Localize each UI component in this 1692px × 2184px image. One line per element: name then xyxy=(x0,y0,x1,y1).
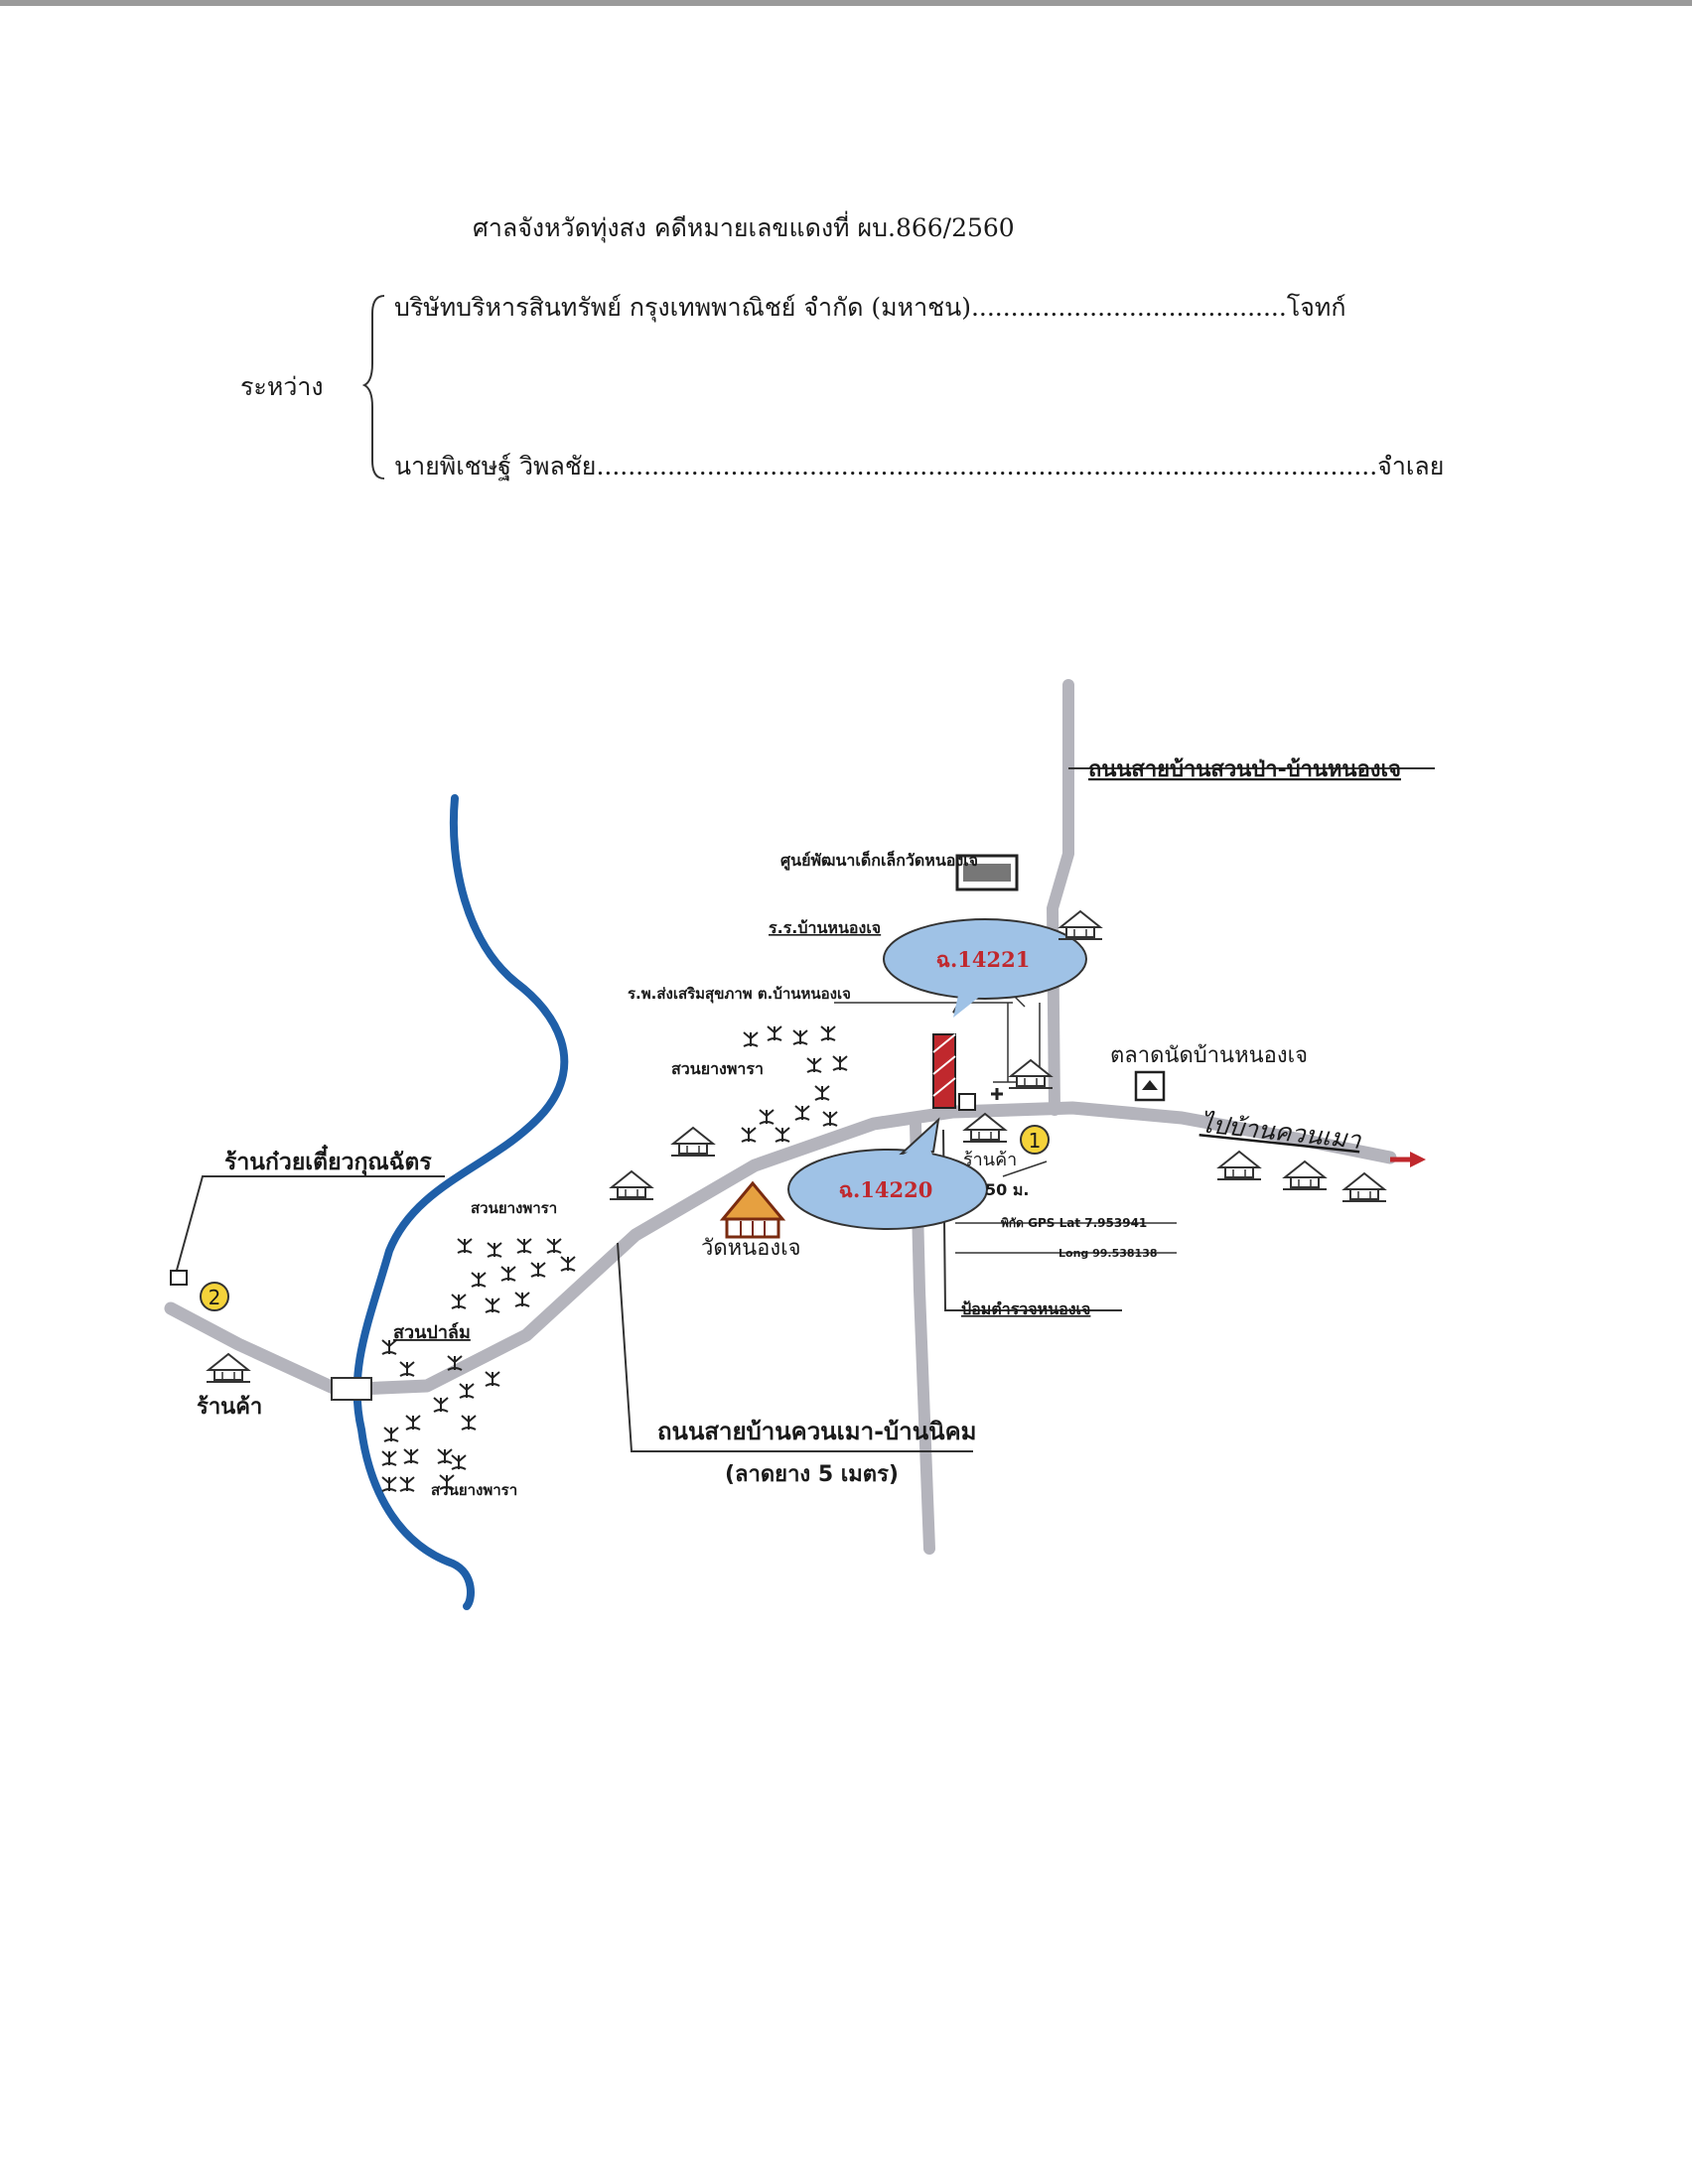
house-icon xyxy=(1341,1172,1387,1202)
marker-2: 2 xyxy=(200,1282,229,1311)
parcel-a-label: ฉ.14221 xyxy=(936,947,1031,972)
temple-label: วัดหนองเจ xyxy=(701,1236,801,1261)
market-icon xyxy=(1134,1070,1166,1102)
rubber-grove-1 xyxy=(741,1025,848,1143)
to-town-label: ไปบ้านควนเมา xyxy=(1198,1109,1362,1155)
police-label: ป้อมตำรวจหนองเจ xyxy=(961,1299,1090,1318)
between-label: ระหว่าง xyxy=(240,372,324,401)
parcel-callout-b: ฉ.14220 xyxy=(787,1117,988,1230)
house-icon xyxy=(962,1113,1008,1143)
police-box-icon xyxy=(958,1093,976,1111)
temple-icon xyxy=(719,1180,786,1239)
parcel-b-label: ฉ.14220 xyxy=(839,1177,933,1202)
house-icon xyxy=(609,1170,654,1200)
case-title: ศาลจังหวัดทุ่งสง คดีหมายเลขแดงที่ ผบ.866… xyxy=(473,213,1015,242)
gps-lat: พิกัด GPS Lat 7.953941 xyxy=(1001,1216,1147,1230)
bridge xyxy=(331,1377,372,1401)
parcel-callout-a: ฉ.14221 xyxy=(883,918,1087,1018)
gps-long: Long 99.538138 xyxy=(1058,1247,1158,1260)
road-main-sub: (ลาดยาง 5 เมตร) xyxy=(725,1462,899,1487)
road-main-label: ถนนสายบ้านควนเมา-บ้านนิคม xyxy=(657,1418,976,1445)
market-label: ตลาดนัดบ้านหนองเจ xyxy=(1110,1043,1308,1068)
noodle-shop-label: ร้านก๋วยเตี๋ยวกุณฉัตร xyxy=(224,1144,432,1176)
north-road xyxy=(1047,679,1074,1116)
plaintiff-line: บริษัทบริหารสินทรัพย์ กรุงเทพพาณิชย์ จำก… xyxy=(394,293,1346,322)
parcel-block xyxy=(932,1033,956,1109)
defendant-line: นายพิเชษฐ์ วิพลชัย......................… xyxy=(394,452,1445,480)
shop-label-2: ร้านค้า xyxy=(197,1395,262,1420)
house-icon xyxy=(1008,1059,1054,1089)
party-brace xyxy=(362,295,385,479)
svg-text:2: 2 xyxy=(209,1286,221,1309)
distance-label: 50 ม. xyxy=(985,1180,1029,1199)
house-icon xyxy=(1216,1151,1262,1180)
hospital-icon xyxy=(991,1088,1003,1100)
palm-grove-label: สวนปาล์ม xyxy=(393,1321,471,1343)
child-center-icon xyxy=(955,854,1019,891)
rubber-grove-label-2: สวนยางพารา xyxy=(471,1199,557,1217)
page-top-edge xyxy=(0,0,1692,6)
arrow-head-icon xyxy=(1410,1152,1426,1167)
school-label: ร.ร.บ้านหนองเจ xyxy=(769,918,881,937)
hospital-label: ร.พ.ส่งเสริมสุขภาพ ต.บ้านหนองเจ xyxy=(628,985,851,1004)
rubber-grove-label-1: สวนยางพารา xyxy=(671,1059,764,1078)
river xyxy=(352,794,569,1610)
svg-text:1: 1 xyxy=(1029,1129,1042,1153)
marker-1: 1 xyxy=(1020,1125,1050,1155)
rubber-grove-label-3: สวนยางพารา xyxy=(431,1481,517,1499)
road-north-label: ถนนสายบ้านสวนป่า-บ้านหนองเจ xyxy=(1088,757,1401,782)
house-icon xyxy=(1282,1160,1328,1190)
shop-icon xyxy=(170,1270,188,1286)
house-icon xyxy=(670,1127,716,1157)
house-icon xyxy=(206,1353,251,1383)
child-center-label: ศูนย์พัฒนาเด็กเล็กวัดหนองเจ xyxy=(780,849,978,872)
shop-label-1: ร้านค้า xyxy=(963,1150,1017,1170)
